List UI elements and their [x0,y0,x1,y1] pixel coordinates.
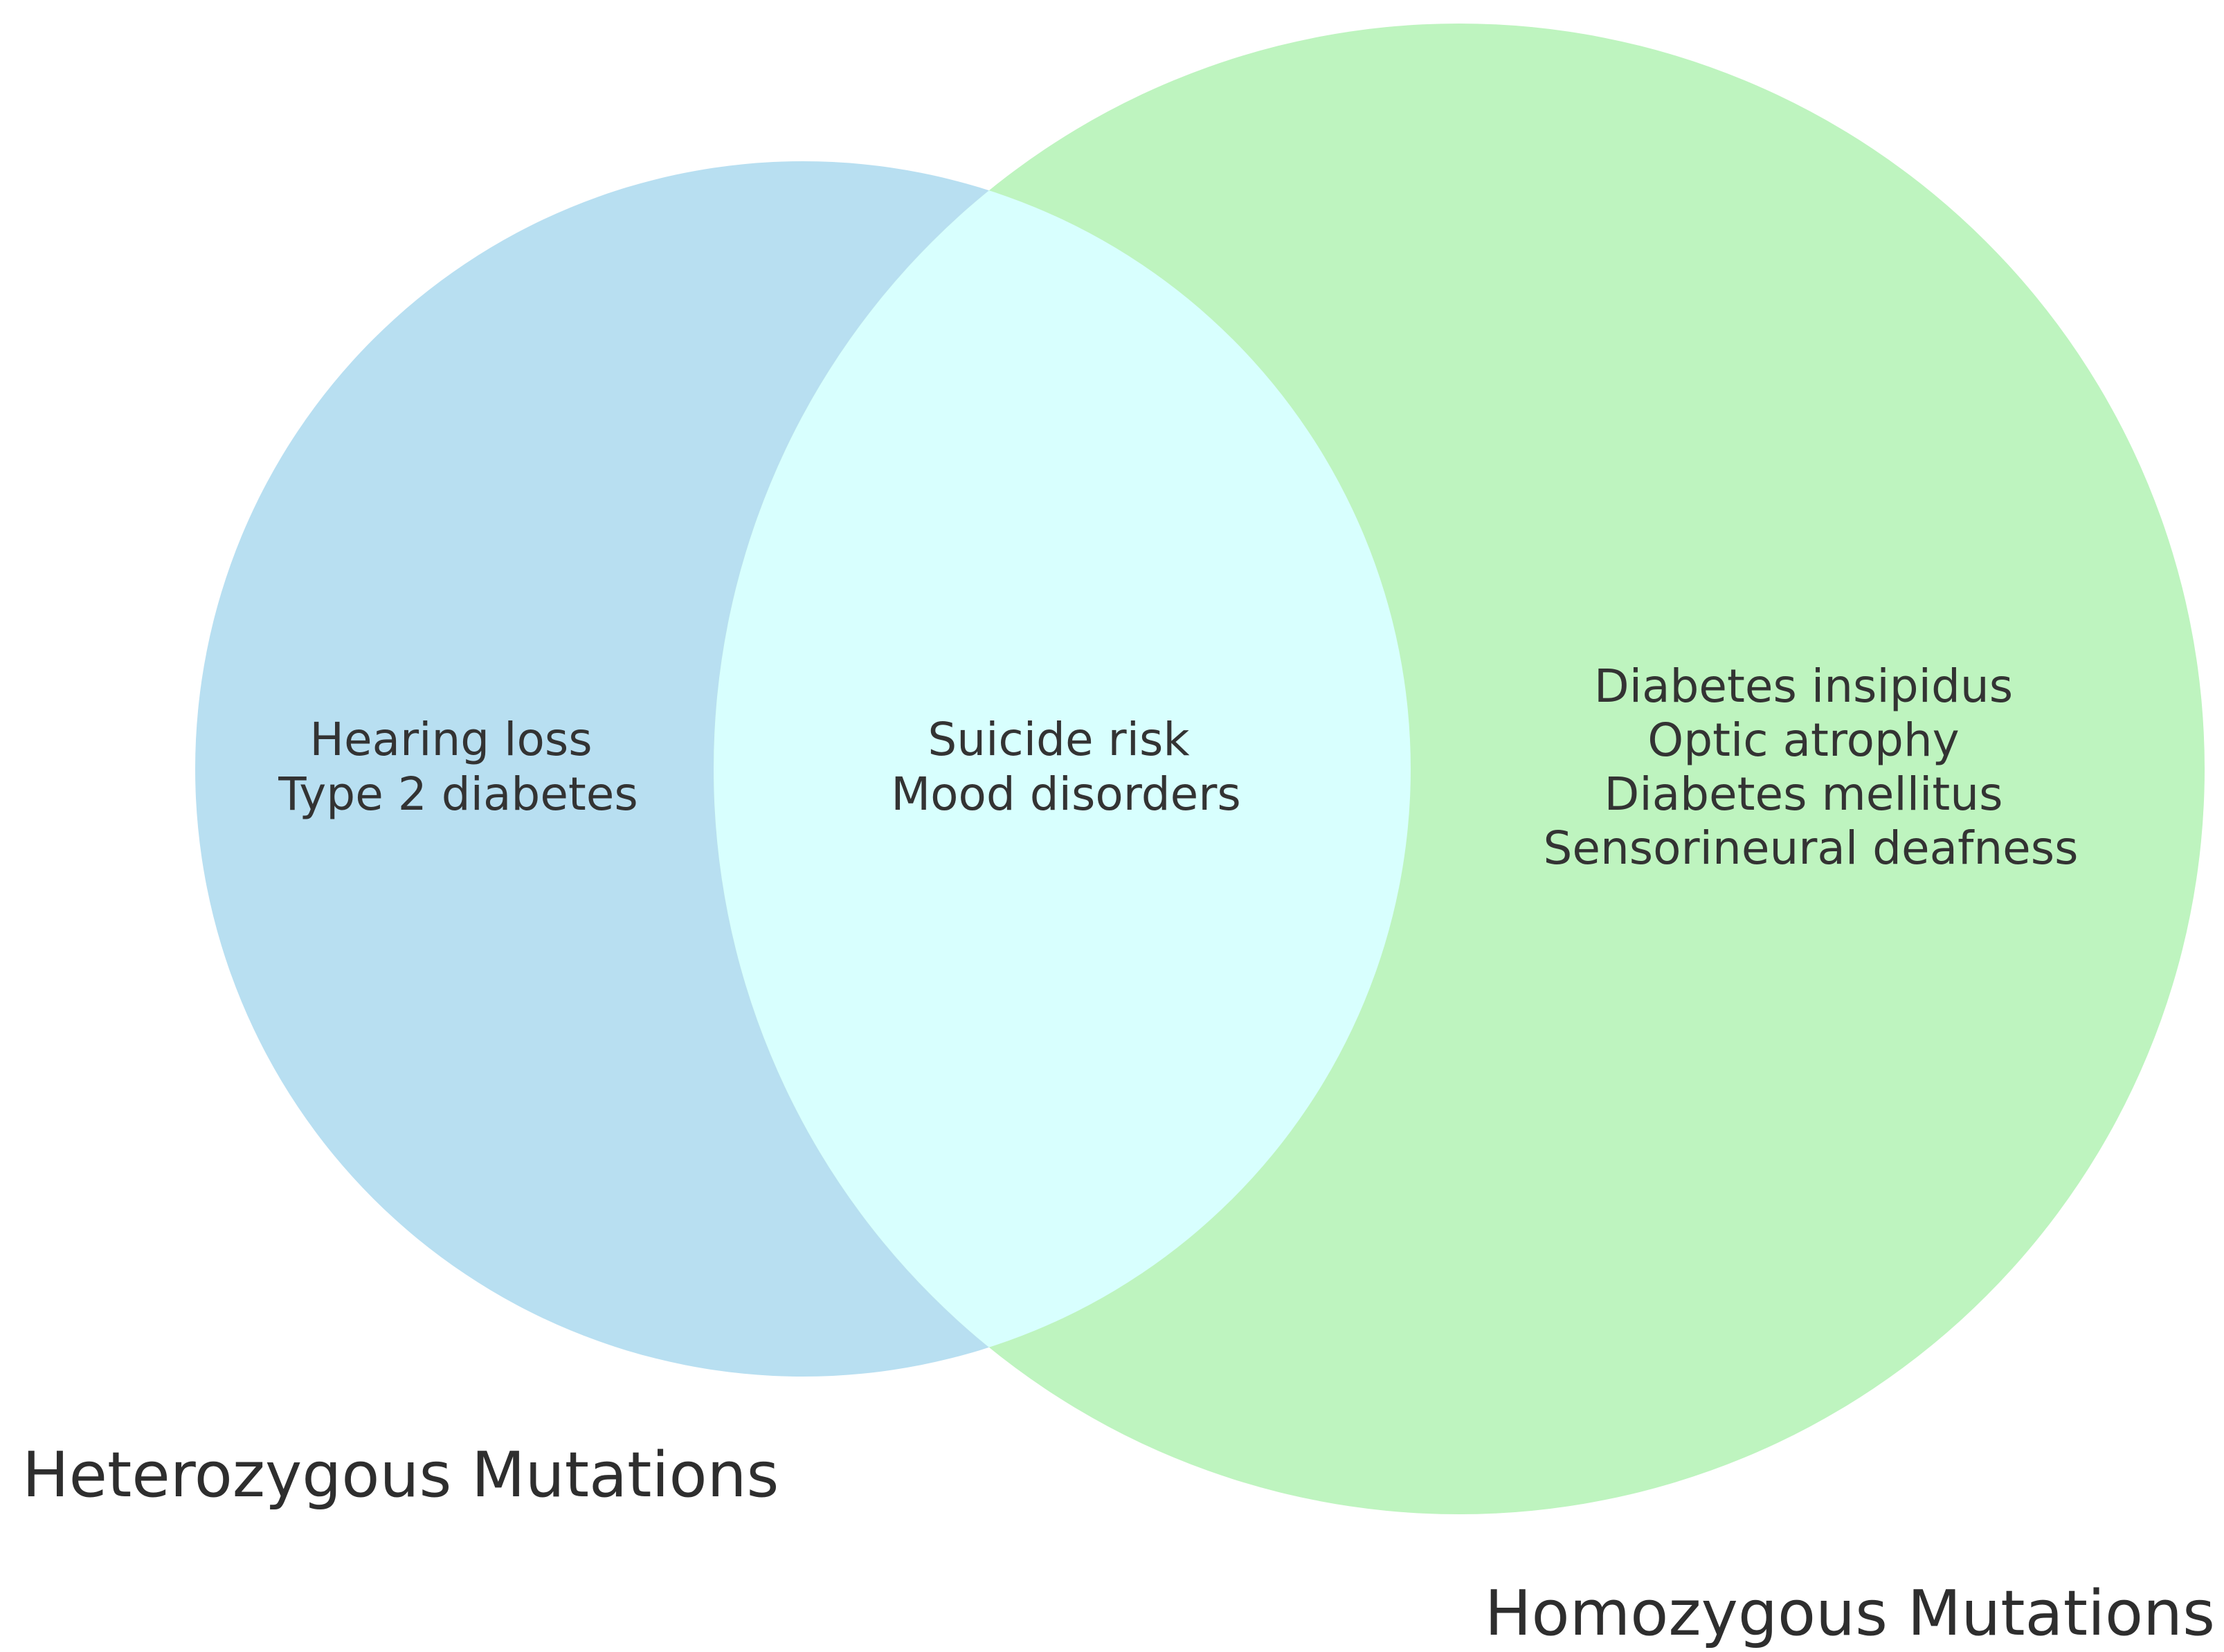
left-only-text: Hearing loss Type 2 diabetes [278,713,638,821]
right-item: Diabetes insipidus [1594,660,2013,713]
left-item: Type 2 diabetes [278,768,638,821]
right-item: Diabetes mellitus [1604,768,2003,821]
homozygous-label: Homozygous Mutations [1485,1577,2215,1650]
right-item: Optic atrophy [1647,714,1960,767]
right-only-text: Diabetes insipidus Optic atrophy Diabete… [1543,660,2078,875]
right-item: Sensorineural deafness [1543,822,2078,875]
left-item: Hearing loss [309,713,592,766]
intersection-item: Suicide risk [928,713,1190,766]
heterozygous-label: Heterozygous Mutations [22,1439,779,1512]
intersection-item: Mood disorders [891,768,1241,821]
intersection-text: Suicide risk Mood disorders [891,713,1241,821]
intersection-region [714,161,1411,1377]
